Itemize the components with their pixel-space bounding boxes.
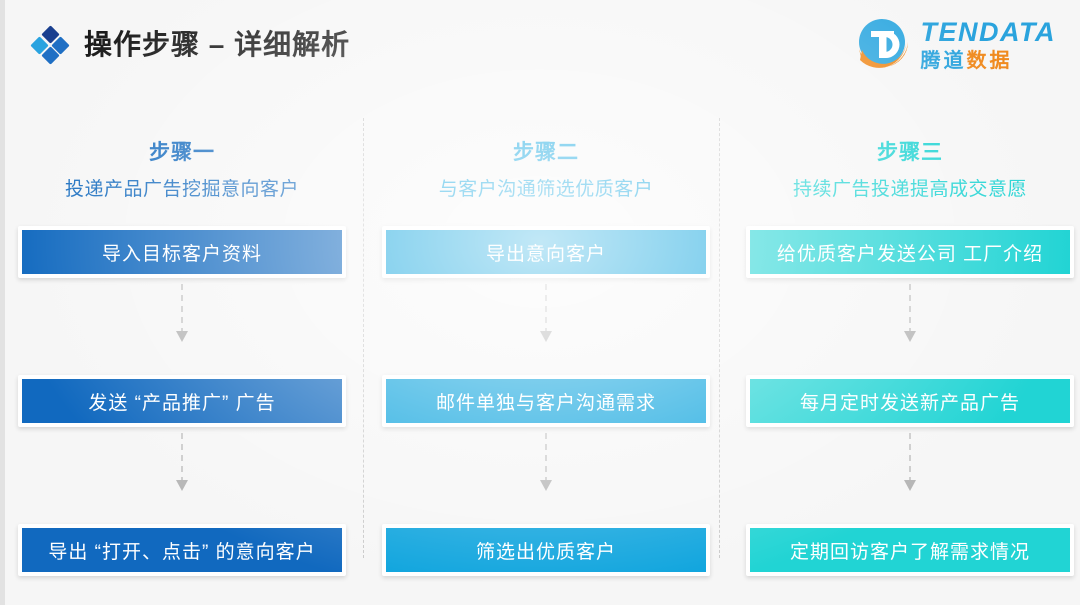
steps-columns: 步骤一 投递产品广告挖掘意向客户 导入目标客户资料 发送 “产品推广” 广告 导… <box>0 118 1080 588</box>
step-2-box-1[interactable]: 导出意向客户 <box>382 226 710 278</box>
logo-english-name: TENDATA <box>920 17 1056 47</box>
logo-orange-arc-icon <box>858 42 908 68</box>
step-1-title: 步骤一 <box>149 141 215 164</box>
step-1-arrow-2 <box>175 427 189 497</box>
step-2-arrow-2 <box>539 427 553 497</box>
logo-chinese-name: 腾道数据 <box>921 51 1056 71</box>
step-column-3: 步骤三 持续广告投递提高成交意愿 给优质客户发送公司 工厂介绍 每月定时发送新产… <box>728 118 1080 588</box>
page-title: 操作步骤 – 详细解析 <box>84 29 351 60</box>
step-3-box-3[interactable]: 定期回访客户了解需求情况 <box>746 524 1074 576</box>
step-3-title: 步骤三 <box>877 141 943 164</box>
title-group: 操作步骤 – 详细解析 <box>30 25 351 65</box>
logo-cn-char-3: 数 <box>966 50 990 72</box>
logo-cn-char-1: 腾 <box>920 50 944 72</box>
diamond-cluster-icon <box>30 25 70 65</box>
slide-header: 操作步骤 – 详细解析 TENDATA 腾道数据 <box>0 0 1080 98</box>
step-1-box-2[interactable]: 发送 “产品推广” 广告 <box>18 375 346 427</box>
step-1-box-1[interactable]: 导入目标客户资料 <box>18 226 346 278</box>
logo-text: TENDATA 腾道数据 <box>920 17 1056 72</box>
tendata-logo: TENDATA 腾道数据 <box>856 16 1056 72</box>
step-2-title: 步骤二 <box>513 141 579 164</box>
step-3-box-2[interactable]: 每月定时发送新产品广告 <box>746 375 1074 427</box>
tendata-logo-mark <box>856 16 912 72</box>
step-1-description: 投递产品广告挖掘意向客户 <box>64 179 299 200</box>
logo-cn-char-4: 据 <box>989 50 1013 72</box>
step-3-arrow-2 <box>903 427 917 497</box>
step-2-box-3[interactable]: 筛选出优质客户 <box>382 524 710 576</box>
column-divider-1 <box>363 118 364 558</box>
step-3-arrow-1 <box>903 278 917 348</box>
step-3-box-1[interactable]: 给优质客户发送公司 工厂介绍 <box>746 226 1074 278</box>
step-1-arrow-1 <box>175 278 189 348</box>
column-divider-2 <box>719 118 720 558</box>
step-2-arrow-1 <box>539 278 553 348</box>
step-2-box-2[interactable]: 邮件单独与客户沟通需求 <box>382 375 710 427</box>
logo-cn-char-2: 道 <box>943 50 967 72</box>
step-column-1: 步骤一 投递产品广告挖掘意向客户 导入目标客户资料 发送 “产品推广” 广告 导… <box>0 118 364 588</box>
step-column-2: 步骤二 与客户沟通筛选优质客户 导出意向客户 邮件单独与客户沟通需求 筛选出优质… <box>364 118 728 588</box>
step-3-description: 持续广告投递提高成交意愿 <box>792 179 1027 200</box>
step-2-description: 与客户沟通筛选优质客户 <box>438 179 654 200</box>
logo-letter-d-icon <box>870 31 900 58</box>
step-1-box-3[interactable]: 导出 “打开、点击” 的意向客户 <box>18 524 346 576</box>
